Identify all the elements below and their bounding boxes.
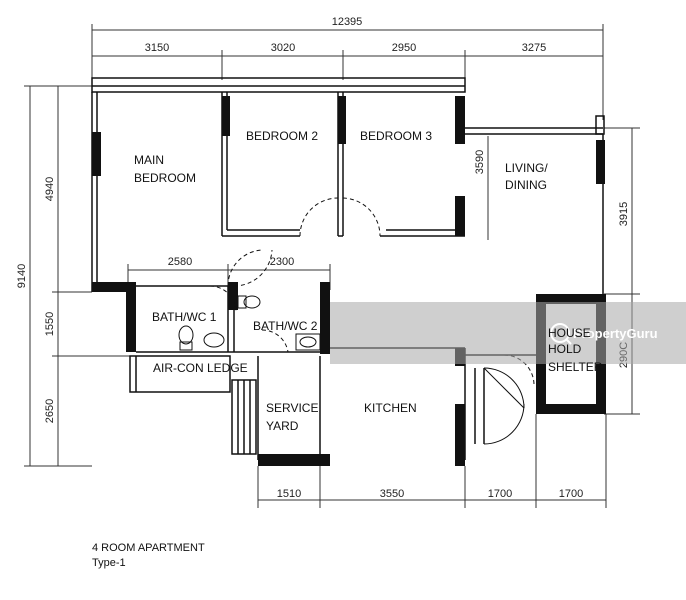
dim-top-4: 3275 [522, 42, 546, 54]
dim-bottom-1: 1510 [277, 488, 301, 500]
main-door [483, 367, 525, 445]
dim-left-3: 2650 [44, 399, 56, 423]
dim-bottom-2: 3550 [380, 488, 404, 500]
dim-bath2-width: 2300 [270, 256, 294, 268]
label-service-1: SERVICE [266, 401, 318, 415]
dim-top-total: 12395 [332, 16, 363, 28]
watermark-text: PropertyGuru [573, 326, 658, 341]
dim-top-3: 2950 [392, 42, 416, 54]
label-bedroom-2: BEDROOM 2 [246, 129, 318, 143]
dim-top-2: 3020 [271, 42, 295, 54]
label-bedroom-3: BEDROOM 3 [360, 129, 432, 143]
label-aircon-ledge: AIR-CON LEDGE [153, 361, 248, 375]
label-shelter-3: SHELTER [548, 360, 603, 374]
dim-bedroom3-depth: 3590 [474, 150, 486, 174]
label-living-1: LIVING/ [505, 161, 548, 175]
dim-bottom-4: 1700 [559, 488, 583, 500]
label-service-2: YARD [266, 419, 299, 433]
label-kitchen: KITCHEN [364, 401, 417, 415]
dim-bath1-width: 2580 [168, 256, 192, 268]
bottom-dimension-lines [257, 414, 607, 508]
thick-walls [92, 96, 606, 466]
thin-walls [91, 77, 605, 460]
left-dimension-lines [24, 85, 130, 467]
dim-top-1: 3150 [145, 42, 169, 54]
bath-fixtures [178, 295, 321, 351]
right-dimension-lines [487, 127, 640, 415]
dim-living-depth: 3915 [618, 202, 630, 226]
watermark-logo-icon [550, 323, 572, 345]
label-shelter-1: HOUSE [548, 326, 591, 340]
label-shelter-2: HOLD [548, 342, 582, 356]
label-bath-1: BATH/WC 1 [152, 310, 217, 324]
dim-bottom-3: 1700 [488, 488, 512, 500]
caption-type: Type-1 [92, 557, 126, 569]
label-main-bedroom-2: BEDROOM [134, 171, 196, 185]
caption-title: 4 ROOM APARTMENT [92, 542, 205, 554]
dim-left-total: 9140 [16, 264, 28, 288]
label-bath-2: BATH/WC 2 [253, 319, 318, 333]
label-living-2: DINING [505, 178, 547, 192]
watermark-band [330, 302, 686, 364]
dim-left-2: 1550 [44, 312, 56, 336]
label-main-bedroom-1: MAIN [134, 153, 164, 167]
dim-left-1: 4940 [44, 177, 56, 201]
top-dimension-lines [91, 24, 604, 120]
